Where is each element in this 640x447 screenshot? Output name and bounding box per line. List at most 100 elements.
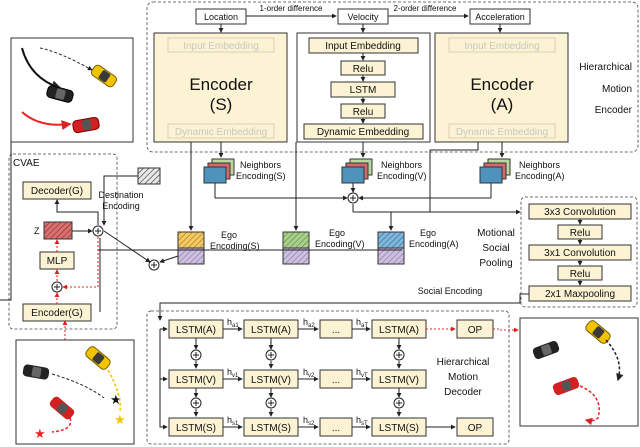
op-s-label: OP: [468, 423, 483, 434]
red-car-icon-2: [49, 396, 75, 420]
neighbors-s-label-1: Neighbors: [240, 160, 282, 170]
destination-label-1: Destination: [98, 190, 143, 200]
output-yellow-car-icon: [585, 320, 611, 344]
output-black-path: [605, 339, 624, 382]
destination-encoding: Destination Encoding: [98, 167, 161, 226]
black-dashed-trajectory: [39, 47, 93, 71]
neighbors-encoding-s: Neighbors Encoding(S): [203, 158, 286, 184]
lstm-v-dots: ...: [332, 375, 340, 386]
msp-label-line3: Pooling: [479, 258, 512, 269]
hmd-label-line3: Decoder: [444, 387, 482, 398]
social-encoding-label: Social Encoding: [418, 286, 483, 296]
maxpool-label: 2x1 Maxpooling: [545, 289, 615, 300]
neighbors-a-label-1: Neighbors: [519, 160, 561, 170]
lstm-v-label-T: LSTM(V): [379, 375, 419, 386]
h-v2-label: hv2: [303, 367, 315, 379]
h-s1-label: hs1: [227, 415, 239, 427]
dynamic-embedding-box: [303, 123, 424, 140]
output-scene-panel: [519, 317, 639, 427]
pool-relu-label-2: Relu: [570, 269, 591, 280]
ego-v-label-2: Encoding(V): [315, 239, 365, 249]
hierarchical-motion-encoder: Hierarchical Motion Encoder Location Vel…: [146, 1, 639, 153]
destination-label-2: Encoding: [102, 201, 140, 211]
encoder-a-faded-dynamic: Dynamic Embedding: [456, 127, 548, 138]
neighbors-encoding-a: Neighbors Encoding(A): [479, 158, 565, 184]
lstm-s-label-T: LSTM(S): [379, 423, 419, 434]
hme-label-line1: Hierarchical: [579, 62, 632, 73]
ego-encoding-s: Ego Encoding(S): [177, 230, 260, 265]
msp-label-line1: Motional: [477, 228, 515, 239]
encoder-a-block: Input Embedding Dynamic Embedding Encode…: [434, 32, 569, 143]
encoder-g-label: Encoder(G): [31, 308, 83, 319]
op-a-label: OP: [468, 325, 483, 336]
lstm-a-label-T: LSTM(A): [379, 325, 419, 336]
ego-encoding-a: Ego Encoding(A): [377, 228, 459, 265]
h-s2-label: hs2: [303, 415, 315, 427]
encoder-a-faded-input: Input Embedding: [464, 41, 540, 52]
ego-s-label-2: Encoding(S): [210, 241, 260, 251]
lstm-a-dots: ...: [332, 325, 340, 336]
ego-a-label-1: Ego: [420, 228, 436, 238]
yellow-star-icon: ★: [114, 412, 126, 427]
pool-relu-label-1: Relu: [570, 228, 591, 239]
input-scene-panel: [10, 37, 134, 143]
op-s-box: [456, 417, 494, 437]
h-v1-label: hv1: [227, 367, 239, 379]
cvae-label: CVAE: [13, 158, 40, 169]
hme-label-line2: Motion: [602, 84, 632, 95]
hme-label-line3: Encoder: [595, 105, 633, 116]
conv33-label: 3x3 Convolution: [544, 207, 616, 218]
encoder-s-block: Input Embedding Dynamic Embedding Encode…: [153, 32, 288, 143]
hierarchical-motion-decoder: Hierarchical Motion Decoder LSTM(A) LSTM…: [146, 310, 510, 445]
red-future-path: [51, 417, 72, 433]
ego-a-label-2: Encoding(A): [409, 239, 459, 249]
dynamic-embedding-label: Dynamic Embedding: [317, 127, 409, 138]
diff1-label: 1-order difference: [260, 4, 324, 13]
diff2-label: 2-order difference: [394, 4, 458, 13]
ego-encoding-v: Ego Encoding(V): [282, 228, 365, 265]
lstm-label: LSTM: [350, 85, 377, 96]
yellow-car-icon: [90, 64, 118, 88]
yellow-car-icon-2: [85, 346, 111, 370]
red-car-icon: [72, 116, 100, 134]
encoder-s-faded-input: Input Embedding: [183, 41, 259, 52]
lstm-s-label-1: LSTM(S): [176, 423, 216, 434]
h-a1-label: ha1: [227, 317, 239, 329]
latent-z-label: Z: [34, 226, 40, 236]
neighbors-v-label-1: Neighbors: [381, 160, 423, 170]
conv31-label: 3x1 Convolution: [544, 248, 616, 259]
lstm-v-label-2: LSTM(V): [251, 375, 291, 386]
h-aT-label: haT: [356, 317, 368, 329]
neighbors-v-label-2: Encoding(V): [377, 171, 427, 181]
latent-z-tile: [43, 221, 73, 240]
encoder-s-title: Encoder: [189, 75, 253, 94]
encoder-v-block: Input Embedding Relu LSTM Relu Dynamic E…: [296, 32, 431, 143]
msp-label-line2: Social: [482, 243, 509, 254]
ego-v-label-1: Ego: [329, 228, 345, 238]
neighbors-s-label-2: Encoding(S): [236, 171, 286, 181]
lstm-a-label-2: LSTM(A): [251, 325, 291, 336]
black-future-path: [51, 373, 105, 399]
encoder-a-subtitle: (A): [491, 95, 514, 114]
output-red-car-icon: [552, 377, 580, 395]
output-black-car-icon: [532, 341, 560, 359]
encoder-s-faded-dynamic: Dynamic Embedding: [175, 127, 267, 138]
acceleration-label: Acceleration: [475, 12, 525, 22]
encoder-a-title: Encoder: [470, 75, 534, 94]
cvae-block: CVAE Decoder(G) Z MLP Encoder(G): [8, 153, 118, 330]
hmd-label-line1: Hierarchical: [437, 357, 490, 368]
lstm-s-label-2: LSTM(S): [251, 423, 291, 434]
lstm-a-label-1: LSTM(A): [176, 325, 216, 336]
black-star-icon: ★: [110, 392, 122, 407]
h-a2-label: ha2: [303, 317, 315, 329]
hmd-label-line2: Motion: [448, 372, 478, 383]
encoder-s-subtitle: (S): [210, 95, 233, 114]
yellow-future-path: [107, 369, 121, 413]
decoder-g-label: Decoder(G): [31, 186, 83, 197]
input-embedding-label: Input Embedding: [325, 41, 401, 52]
h-vT-label: hvT: [356, 367, 368, 379]
output-red-path: [579, 385, 600, 426]
red-trajectory-arrow: [21, 111, 72, 131]
location-label: Location: [204, 12, 238, 22]
